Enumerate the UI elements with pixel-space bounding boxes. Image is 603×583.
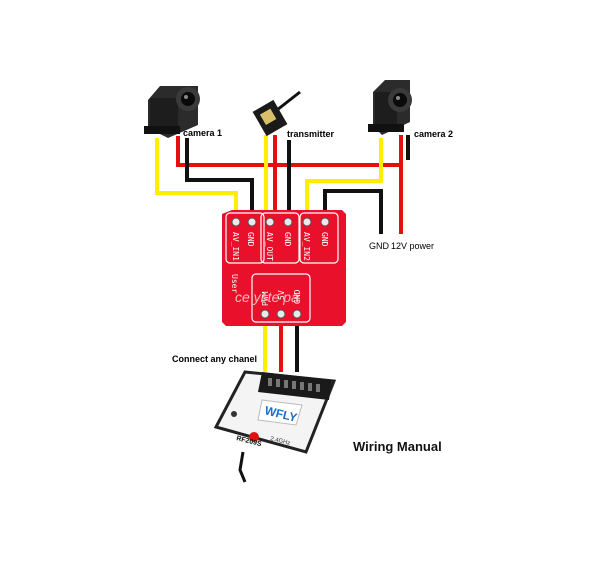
receiver: WFLY RF209S 2.4GHz — [213, 370, 337, 454]
pin-label-gnd-1: GND — [246, 232, 255, 247]
bottom-header-pins — [260, 309, 302, 319]
transmitter-label: transmitter — [287, 129, 335, 139]
wiring-manual-title: Wiring Manual — [353, 439, 442, 454]
camera1-red-wire — [176, 136, 401, 167]
top-pin-groups — [225, 212, 339, 323]
board-gnd-black-wire — [323, 189, 383, 234]
power-label: 12V power — [391, 241, 434, 251]
receiver-antenna — [238, 451, 247, 483]
board-side-text: User — [230, 274, 239, 293]
pin-label-gnd-3: GND — [320, 232, 329, 247]
pcb-board: AV_IN1 GND AV_OUT GND AV_IN2 GND PWM 5V … — [222, 210, 346, 326]
receiver-logo — [249, 432, 259, 442]
pin-label-av-in2: AV_IN2 — [302, 232, 311, 261]
transmitter — [252, 90, 301, 137]
camera1-label: camera 1 — [183, 128, 222, 138]
camera1 — [144, 86, 200, 138]
pin-label-av-in1: AV_IN1 — [231, 232, 240, 261]
board-watermark: ce yi te pa — [235, 289, 299, 305]
connect-label: Connect any chanel — [172, 354, 257, 364]
pin-label-gnd-bottom: GND — [293, 289, 302, 304]
pin-label-gnd-2: GND — [283, 232, 292, 247]
camera2-yellow-wire — [305, 138, 383, 218]
pin-label-5v: 5V — [277, 290, 286, 300]
gnd-label: GND — [369, 241, 390, 251]
top-header-pins — [231, 217, 330, 227]
camera2 — [368, 80, 412, 135]
receiver-tag: 2.4GHz — [270, 436, 291, 447]
camera1-black-wire — [185, 138, 254, 218]
wires — [155, 135, 410, 483]
camera2-label: camera 2 — [414, 129, 453, 139]
pin-label-av-out: AV_OUT — [265, 232, 274, 261]
pin-label-pwm: PWM — [261, 291, 270, 306]
camera1-yellow-wire — [155, 138, 238, 218]
receiver-button — [231, 411, 237, 417]
